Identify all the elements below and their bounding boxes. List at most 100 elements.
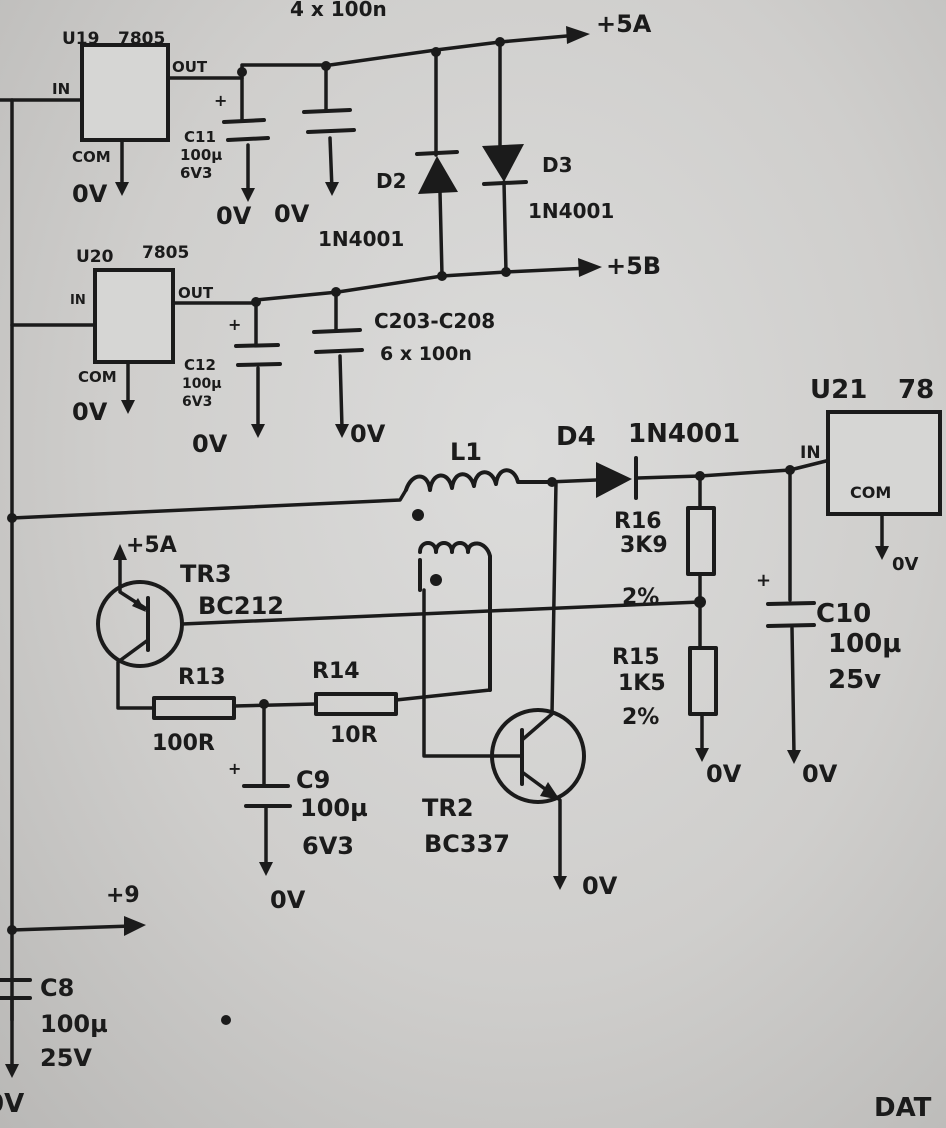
junction-c11	[237, 67, 247, 77]
wire-d2	[434, 50, 444, 277]
c10-plus: +	[756, 570, 771, 591]
c11-value: 100µ	[180, 146, 222, 164]
c203-ref: C203-C208	[374, 309, 495, 333]
d2-type: 1N4001	[318, 227, 404, 251]
c8-value: 100µ	[40, 1010, 108, 1038]
d4-ref: D4	[556, 422, 596, 452]
arrow-tr3-supply	[113, 544, 127, 560]
u19-pin-out: OUT	[172, 58, 208, 76]
ground-arrow-u21	[875, 546, 889, 560]
ground-arrow-c8	[5, 1064, 19, 1078]
wire-plus9	[10, 924, 132, 932]
arrow-5b	[578, 258, 602, 277]
u20-ref: U20	[76, 247, 114, 267]
d4-type: 1N4001	[628, 419, 740, 449]
r14-value: 10R	[330, 723, 378, 748]
ground-arrow-tr2	[553, 876, 567, 890]
c203-value: 6 x 100n	[380, 343, 472, 365]
l1-ref: L1	[450, 438, 482, 466]
d3-type: 1N4001	[528, 199, 614, 223]
regulator-u19	[80, 43, 170, 142]
wire-l1-input	[10, 488, 408, 520]
arrow-plus9	[124, 916, 146, 936]
r15-value: 1K5	[618, 671, 666, 696]
inductor-l1	[404, 468, 550, 492]
c9-value: 100µ	[300, 794, 368, 822]
u20-pin-out: OUT	[178, 284, 214, 302]
u21-type: 78	[898, 375, 934, 405]
u20-ground-label: 0V	[72, 398, 108, 426]
wire-r14-secondary	[394, 688, 492, 702]
l1-dot-top	[412, 509, 424, 521]
wire-c12	[254, 300, 260, 430]
wire-c203	[334, 290, 344, 430]
c11-voltage: 6V3	[180, 164, 212, 182]
wire-r13-r14	[232, 702, 318, 708]
c10-value: 100µ	[828, 629, 901, 659]
diode-d4-triangle	[596, 462, 632, 498]
u19-ref: U19	[62, 29, 99, 49]
u21-pin-in: IN	[800, 443, 821, 463]
wire-5b-rail	[171, 266, 592, 305]
u20-pin-com: COM	[78, 368, 117, 386]
tr3-collector	[116, 638, 156, 710]
c10-ref: C10	[816, 599, 871, 629]
cap-c10-plate1	[766, 601, 816, 606]
cap-c203-plate2	[314, 348, 364, 354]
tr3-ref: TR3	[180, 560, 232, 588]
resistor-r13	[152, 696, 236, 720]
cap-4x100n-plate1	[302, 108, 352, 114]
cap-c203-plate1	[312, 328, 362, 334]
wire-c11	[240, 76, 250, 197]
u21-ground-label: 0V	[892, 554, 919, 575]
cap-4x100n-plate2	[306, 128, 356, 134]
u19-ground-label: 0V	[72, 180, 108, 208]
junction-d3-bottom	[501, 267, 511, 277]
wire-5a-rail	[166, 33, 580, 80]
u20-pin-in: IN	[70, 293, 86, 308]
resistor-r16	[686, 506, 716, 576]
c8-ground-label: 0V	[0, 1089, 24, 1119]
c11-ground-label: 0V	[216, 202, 252, 230]
cap-c12-plate1	[234, 343, 280, 348]
tr2-base	[422, 588, 524, 758]
c8-voltage: 25V	[40, 1044, 92, 1072]
ground-arrow-c4x100n	[325, 182, 339, 196]
ground-arrow-c11	[241, 188, 255, 202]
c12-plus: +	[228, 315, 241, 334]
r15-ref: R15	[612, 645, 660, 670]
r13-ref: R13	[178, 665, 226, 690]
cap-c11-plate1	[222, 118, 266, 124]
diode-d2-triangle	[418, 156, 458, 194]
ground-arrow-u19	[115, 182, 129, 196]
u21-pin-com: COM	[850, 483, 891, 502]
wire-c10	[788, 468, 796, 756]
resistor-r15	[688, 646, 718, 716]
tr2-emitter	[520, 770, 562, 882]
c9-ref: C9	[296, 766, 330, 794]
tr2-arrow	[540, 782, 560, 800]
wire-tr3-base-feedback	[180, 600, 702, 626]
r13-value: 100R	[152, 731, 215, 756]
tr2-ground-label: 0V	[582, 872, 618, 900]
tr2-ref: TR2	[422, 794, 474, 822]
d3-ref: D3	[542, 153, 573, 177]
ground-arrow-r15	[695, 748, 709, 762]
c11-plus: +	[214, 91, 227, 110]
regulator-u20	[93, 268, 175, 364]
c4x100n-ground-label: 0V	[274, 200, 310, 228]
transistor-tr3	[96, 580, 184, 668]
ground-arrow-c9	[259, 862, 273, 876]
rail-plus9-label: +9	[106, 883, 140, 908]
tr3-arrow	[132, 598, 146, 612]
junction-left-mid	[7, 513, 17, 523]
c12-value: 100µ	[182, 376, 222, 392]
inductor-l1-secondary	[418, 541, 492, 692]
l1-dot-bottom	[430, 574, 442, 586]
ground-arrow-c12	[251, 424, 265, 438]
wire-c4x100n	[324, 64, 334, 192]
c9-ground-label: 0V	[270, 886, 306, 914]
tr2-collector	[520, 480, 558, 742]
